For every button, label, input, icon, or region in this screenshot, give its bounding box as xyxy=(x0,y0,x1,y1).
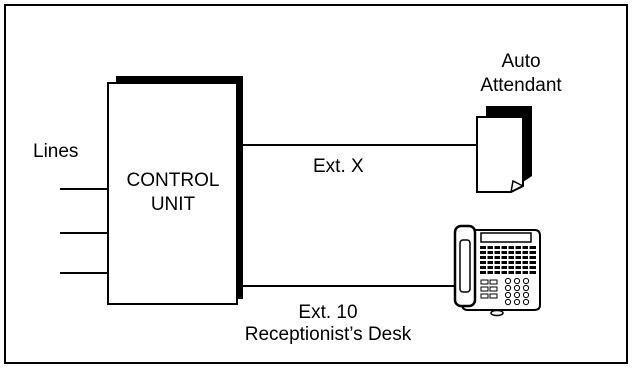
ext-x-label: Ext. X xyxy=(313,156,364,177)
control-unit-label-line2: UNIT xyxy=(151,194,196,215)
incoming-lines xyxy=(60,188,108,274)
control-unit: CONTROL UNIT xyxy=(107,76,243,305)
lines-label: Lines xyxy=(33,141,78,162)
auto-attendant-body xyxy=(476,116,524,193)
telephone-handset-grip xyxy=(459,239,471,293)
telephone-dial-pad xyxy=(504,277,530,306)
desk-telephone-icon xyxy=(453,224,541,317)
auto-attendant-label-line2: Attendant xyxy=(480,75,562,96)
telephone-display xyxy=(480,232,532,243)
control-unit-box xyxy=(107,82,238,305)
telephone-foot xyxy=(490,309,504,317)
auto-attendant-fold xyxy=(510,179,524,193)
telephone-side-keys xyxy=(480,279,498,299)
auto-attendant-label-line1: Auto xyxy=(501,51,540,72)
auto-attendant-device-icon xyxy=(476,106,532,193)
receptionist-desk-label: Receptionist’s Desk xyxy=(245,324,412,345)
control-unit-label-line1: CONTROL xyxy=(127,170,220,191)
telephone-key-gaps xyxy=(486,245,530,275)
ext-10-label: Ext. 10 xyxy=(298,302,357,323)
